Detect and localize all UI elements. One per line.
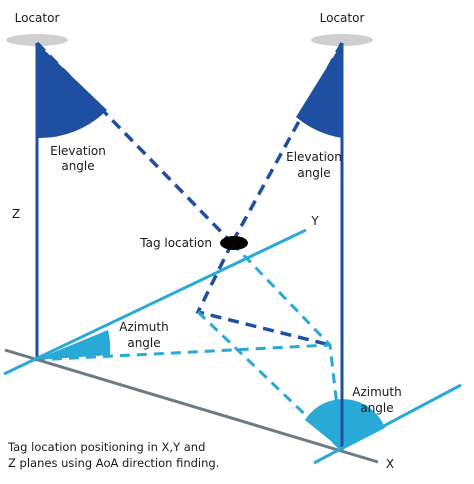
tag-location-label: Tag location <box>139 236 212 250</box>
x-axis-line <box>4 348 379 464</box>
caption-line1: Tag location positioning in X,Y and <box>7 440 205 454</box>
z-axis-label: Z <box>12 207 20 221</box>
azimuth-left-label-line2: angle <box>127 336 160 350</box>
elevation-right-label-line2: angle <box>297 166 330 180</box>
azimuth-right-line <box>313 383 462 465</box>
locator-right-disc <box>311 34 373 46</box>
caption-line2: Z planes using AoA direction finding. <box>8 456 219 470</box>
azimuth-right-label-line1: Azimuth <box>352 385 401 399</box>
x-axis-label: X <box>386 457 394 471</box>
elevation-wedge-left <box>37 43 107 139</box>
elevation-left-label-line1: Elevation <box>50 144 106 158</box>
azimuth-left-label-line1: Azimuth <box>119 320 168 334</box>
elevation-left-label-line2: angle <box>61 159 94 173</box>
y-axis-line <box>3 228 307 376</box>
azimuth-wedge-left <box>35 330 111 360</box>
dashed-line-left-to-tag <box>35 41 234 245</box>
locator-right-label: Locator <box>320 11 365 25</box>
elevation-right-label-line1: Elevation <box>286 150 342 164</box>
dashed-line-right-to-tag <box>230 42 344 244</box>
dashed-line-azimuth-left <box>34 343 331 362</box>
locator-left-disc <box>6 34 68 46</box>
y-axis-label: Y <box>310 214 319 228</box>
azimuth-right-label-line2: angle <box>360 401 393 415</box>
elevation-wedge-right <box>296 43 342 138</box>
locator-left-label: Locator <box>15 11 60 25</box>
tag-marker <box>220 236 248 250</box>
